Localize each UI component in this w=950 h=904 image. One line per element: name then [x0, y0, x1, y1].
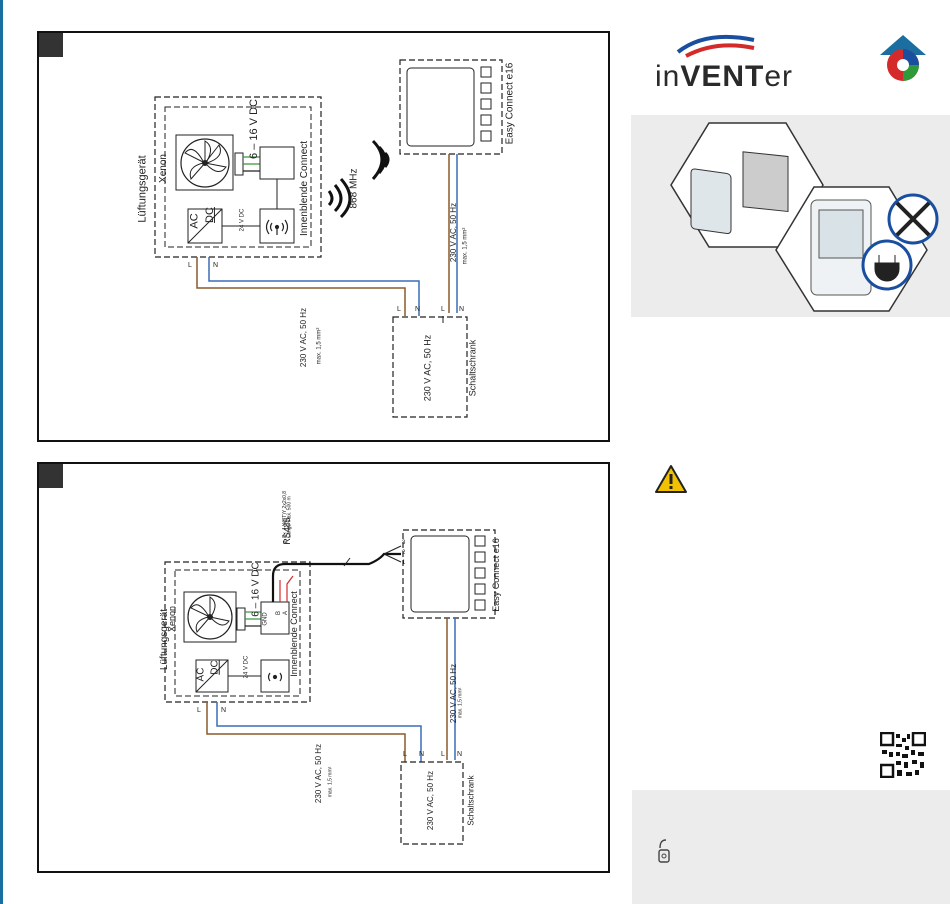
bus-sub2: Länge max. 500 m: [286, 496, 293, 538]
ac-label: AC: [195, 667, 207, 682]
label-N-cab2: N: [459, 306, 465, 313]
wiring-diagram-radio: Lüftungsgerät Xenon 6 – 16 V DC AC DC 24…: [37, 31, 610, 442]
inner-label: Innenblende Connect: [299, 140, 311, 237]
controller-outline: [399, 59, 503, 155]
label-N-cab: N: [415, 306, 421, 313]
wire-device-label: 230 V AC, 50 Hz: [299, 307, 309, 368]
cabinet-voltage: 230 V AC, 50 Hz: [422, 334, 433, 402]
wire-controller-sub: max. 1,5 mm²: [462, 227, 469, 265]
device-title: Lüftungsgerät: [136, 155, 149, 223]
step-badge: [39, 464, 63, 488]
device-inner-outline: [164, 106, 312, 248]
wire-controller-label: 230 V AC, 50 Hz: [449, 202, 459, 263]
device-outline: [154, 96, 322, 258]
cabinet-voltage: 230 V AC, 50 Hz: [426, 770, 436, 831]
dc-label: DC: [209, 660, 221, 675]
controller-screen: [406, 67, 475, 147]
label-L-device: L: [197, 707, 201, 714]
fan-label: Xenon: [157, 154, 169, 183]
wireless-waves: [327, 139, 390, 219]
wire-controller-sub: max. 1,5 mm²: [457, 687, 464, 719]
product-illustration: [631, 115, 950, 317]
label-L-device: L: [188, 262, 192, 269]
label-L-cab2: L: [441, 306, 445, 313]
a-label: A: [283, 610, 290, 616]
dc-label: DC: [203, 207, 216, 223]
inner-label: Innenblende Connect: [288, 591, 299, 677]
diagram-rs485-drawing: [164, 529, 496, 845]
label-N-cab: N: [419, 751, 425, 758]
ac-label: AC: [188, 213, 201, 229]
product-hexagons: [670, 122, 939, 312]
label-L-cab: L: [397, 306, 401, 313]
hand-phone-icon: [658, 839, 670, 863]
label-N-device: N: [221, 707, 227, 714]
cabinet-outline: [392, 316, 468, 418]
fan-label: Xenon: [167, 605, 178, 633]
supply-24v: 24 V DC: [243, 655, 250, 679]
logo-swoosh: [676, 34, 755, 58]
label-L-cab: L: [403, 751, 407, 758]
dc-voltage-label: 6 – 16 V DC: [250, 562, 262, 617]
cabinet-label: Schaltschrank: [466, 775, 476, 826]
connector-box: [259, 146, 295, 180]
label-L-cab2: L: [441, 751, 445, 758]
label-N-cab2: N: [457, 751, 463, 758]
warning-icon: [655, 465, 687, 493]
gnd-label: GND: [262, 612, 269, 626]
b-label: B: [276, 610, 283, 616]
label-N-device: N: [213, 262, 219, 269]
supply-24v: 24 V DC: [239, 208, 246, 232]
controller-label: Easy Connect e16: [504, 62, 516, 145]
pin-1: 1: [402, 560, 406, 566]
diagram-radio-drawing: [154, 59, 503, 418]
step-badge: [39, 33, 63, 57]
wiring-diagram-rs485: Lüftungsgerät Xenon 6 – 16 V DC AC DC 24…: [37, 462, 610, 873]
radio-frequency: 868 MHz: [348, 168, 360, 209]
controller-label: Easy Connect e16: [490, 538, 501, 612]
house-emblem-icon: [880, 35, 926, 81]
wire-device-sub: max. 1,5 mm²: [327, 766, 334, 798]
pin-3: 3: [402, 540, 406, 546]
info-footer-box: [632, 790, 950, 904]
wire-device-label: 230 V AC, 50 Hz: [314, 743, 324, 804]
fan-blades: [184, 140, 227, 180]
pin-2: 2: [402, 550, 406, 556]
fan-ring: [180, 138, 230, 188]
wire-device-sub: max. 1,5 mm²: [316, 327, 323, 365]
qr-code-icon: [880, 732, 926, 778]
page-edge-bar: [0, 0, 3, 904]
cabinet-label: Schaltschrank: [467, 339, 478, 397]
brand-logo: inVENTer: [655, 60, 794, 93]
dc-voltage-label: 6 – 16 V DC: [247, 99, 260, 159]
